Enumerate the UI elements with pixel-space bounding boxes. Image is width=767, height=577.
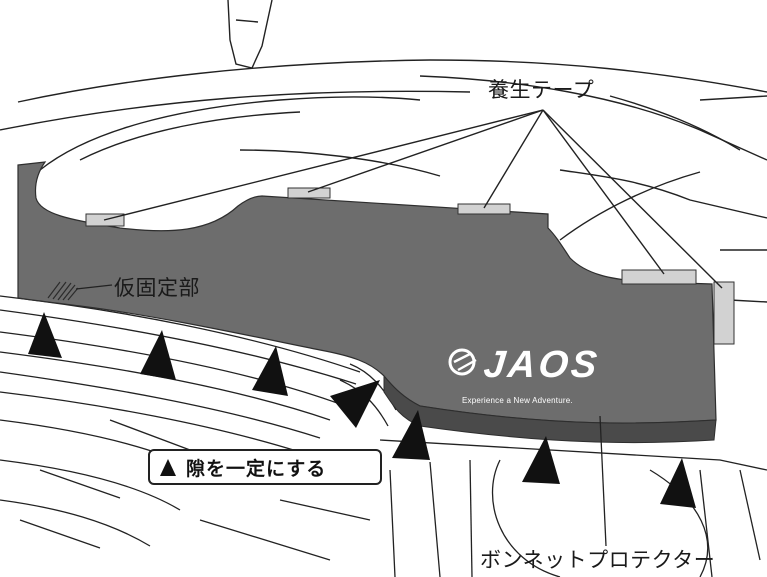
protector-label: ボンネットプロテクター (480, 548, 716, 572)
tape-3 (457, 203, 511, 215)
temp-fix-hatch (47, 281, 79, 301)
arrow-1 (28, 312, 62, 358)
curing-tape-label: 養生テープ (488, 78, 595, 102)
tape-4 (621, 269, 697, 285)
gap-arrows (28, 312, 696, 508)
arrow-7 (660, 458, 696, 508)
temp-fix-label: 仮固定部 (114, 276, 200, 300)
triangle-icon (160, 458, 176, 476)
arrow-6 (522, 436, 560, 484)
arrow-4 (330, 380, 380, 428)
curing-tapes (85, 187, 735, 345)
tape-2 (287, 187, 331, 199)
bonnet-outline (0, 59, 767, 303)
protector-leader (599, 415, 607, 547)
tape-leaders (103, 109, 723, 289)
arrow-2 (140, 330, 176, 380)
brand-name: JAOS (481, 344, 602, 386)
gap-note-text: 隙を一定にする (186, 457, 327, 480)
jaos-logo (448, 348, 477, 376)
gap-note-callout: 隙を一定にする (148, 449, 382, 485)
brand-tagline: Experience a New Adventure. (462, 396, 573, 405)
tape-5 (713, 281, 735, 345)
mirror-outline (227, 0, 273, 69)
arrow-3 (252, 346, 288, 396)
temp-fix-leader (75, 284, 113, 290)
arrow-5 (392, 410, 430, 460)
